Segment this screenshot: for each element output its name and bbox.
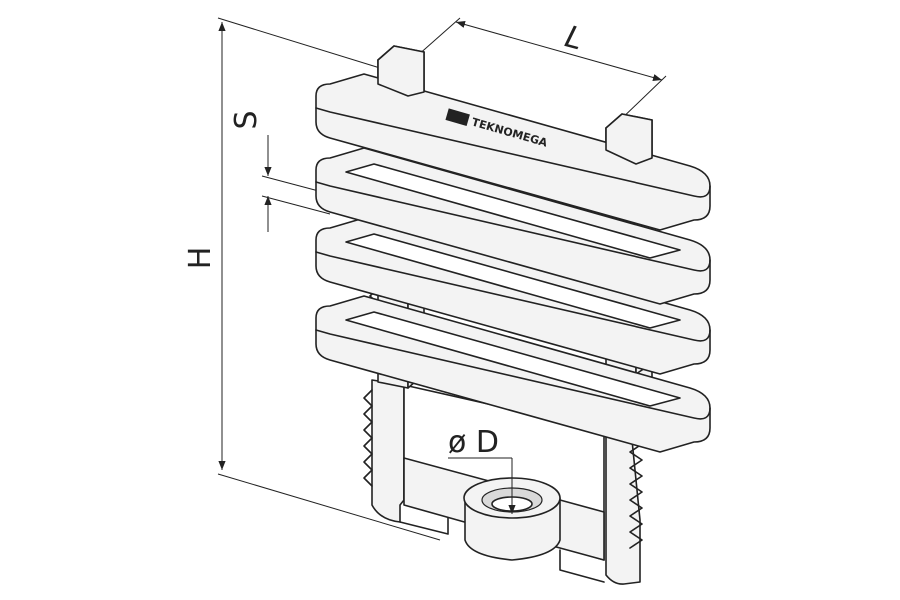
- fin-3: [315, 217, 711, 375]
- dimension-s: S: [229, 110, 331, 232]
- dimension-d-label: ø D: [448, 425, 499, 460]
- dimension-s-label: S: [229, 110, 264, 129]
- logo-mark-icon: [445, 108, 470, 126]
- fin-4: [315, 295, 711, 453]
- screw-hole: [463, 477, 561, 561]
- fin-1-top: [315, 45, 711, 231]
- dimension-h: H: [183, 17, 441, 541]
- fin-2: [315, 147, 711, 305]
- dimension-h-label: H: [183, 247, 218, 270]
- dimension-d: ø D: [448, 425, 516, 514]
- dimension-l-label: L: [561, 19, 586, 57]
